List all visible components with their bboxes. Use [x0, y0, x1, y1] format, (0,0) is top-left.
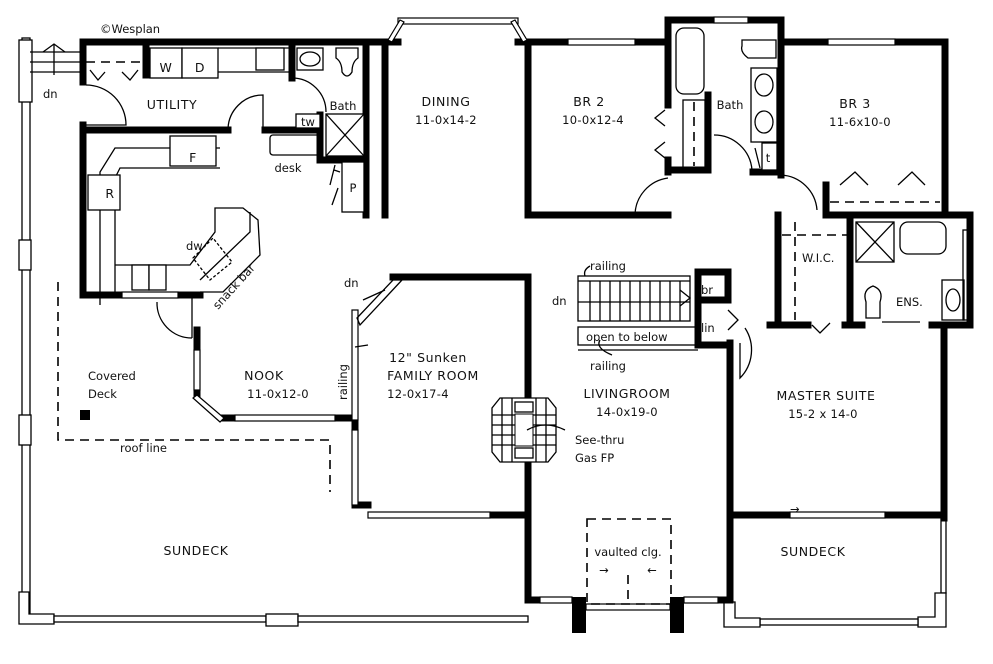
arrow-right: →	[599, 563, 609, 577]
br3-size: 11-6x10-0	[829, 115, 891, 129]
linen-label: lin	[701, 321, 715, 335]
dryer-label: D	[195, 60, 205, 75]
family-size: 12-0x17-4	[387, 387, 449, 401]
family-label-1: 12" Sunken	[389, 350, 467, 365]
covered-deck-label-2: Deck	[88, 387, 117, 401]
br3-label: BR 3	[839, 96, 871, 111]
dn-stairs-label: dn	[552, 294, 567, 308]
stairs	[356, 275, 739, 351]
br2-label: BR 2	[573, 94, 605, 109]
bath-kitchen-label: Bath	[330, 99, 357, 113]
nook-size: 11-0x12-0	[247, 387, 309, 401]
towel-label: tw	[301, 115, 315, 129]
open-to-below-label: open to below	[586, 330, 668, 344]
wic-label: W.I.C.	[802, 251, 834, 265]
master-door-arrow: →	[790, 502, 800, 516]
dining-label: DINING	[422, 94, 471, 109]
deck-railing	[18, 37, 947, 628]
toilet-t-label: t	[766, 151, 771, 165]
fridge-label: R	[105, 186, 114, 201]
nook-label: NOOK	[244, 368, 284, 383]
fireplace-label-2: Gas FP	[575, 451, 614, 465]
bath-fixtures	[634, 27, 972, 380]
fireplace	[491, 397, 566, 463]
living-size: 14-0x19-0	[596, 405, 658, 419]
sundeck-left-label: SUNDECK	[163, 543, 228, 558]
freezer-label: F	[189, 150, 197, 165]
washer-label: W	[160, 60, 173, 75]
dishwasher-label: dw	[186, 239, 203, 253]
bath-upper-label: Bath	[717, 98, 744, 112]
living-label: LIVINGROOM	[583, 386, 670, 401]
master-label: MASTER SUITE	[777, 388, 876, 403]
railing-family-label: railing	[336, 364, 350, 400]
sundeck-right-label: SUNDECK	[780, 544, 845, 559]
desk-label: desk	[274, 161, 301, 175]
dining-size: 11-0x14-2	[415, 113, 477, 127]
arrow-left: ←	[647, 563, 657, 577]
broom-label: br	[701, 283, 713, 297]
snack-bar-label: snack bar	[210, 261, 258, 312]
pantry-label: P	[350, 181, 357, 195]
fireplace-label-1: See-thru	[575, 433, 624, 447]
roof-line	[57, 265, 672, 605]
covered-deck-label-1: Covered	[88, 369, 136, 383]
roof-line-label: roof line	[120, 441, 167, 455]
master-size: 15-2 x 14-0	[788, 407, 858, 421]
kitchen-fixtures	[80, 47, 365, 420]
br2-size: 10-0x12-4	[562, 113, 624, 127]
copyright-label: ©Wesplan	[100, 22, 160, 36]
vaulted-label: vaulted clg.	[594, 545, 661, 559]
dn-label: dn	[43, 87, 58, 101]
walls	[79, 16, 974, 633]
utility-label: UTILITY	[147, 97, 198, 112]
windows	[121, 16, 896, 611]
family-label-2: FAMILY ROOM	[387, 368, 479, 383]
ens-label: ENS.	[896, 295, 923, 309]
railing-top-label: railing	[590, 259, 626, 273]
railing-bottom-label: railing	[590, 359, 626, 373]
dn-family-label: dn	[344, 276, 359, 290]
